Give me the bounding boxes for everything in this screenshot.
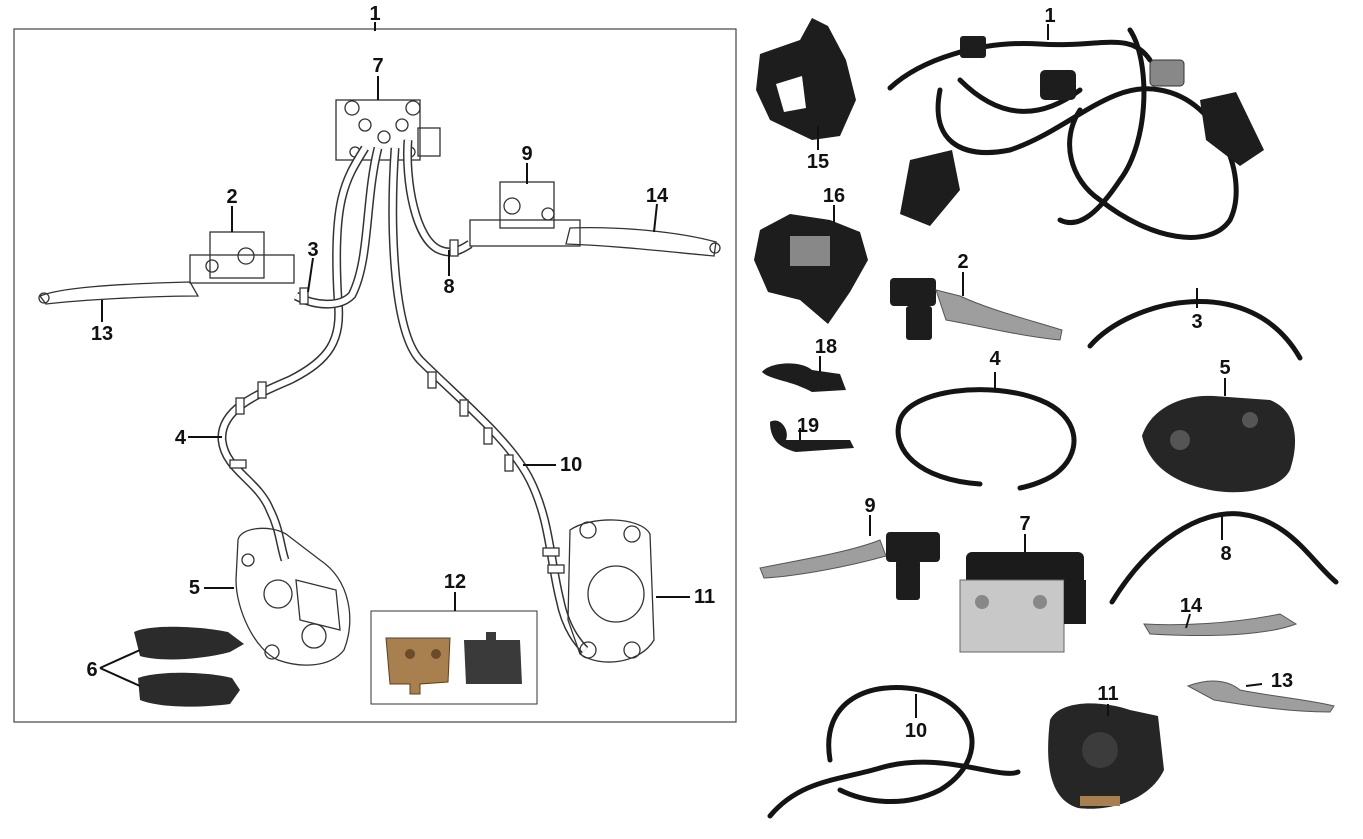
label-r14: 14 bbox=[1180, 595, 1203, 617]
hose-4-photo bbox=[895, 387, 1077, 491]
label-r18: 18 bbox=[815, 336, 837, 358]
label-r9: 9 bbox=[864, 495, 875, 517]
label-r3: 3 bbox=[1191, 311, 1202, 333]
label-r4: 4 bbox=[989, 348, 1001, 370]
bracket-16-photo bbox=[754, 214, 868, 324]
abs-harness-photo bbox=[887, 27, 1264, 240]
label-r5: 5 bbox=[1219, 357, 1230, 379]
label-r1: 1 bbox=[1044, 5, 1055, 27]
left-caliper-drawing bbox=[235, 527, 351, 666]
hose-8-photo bbox=[1109, 511, 1339, 605]
abs-unit-photo bbox=[959, 552, 1086, 653]
label-r8: 8 bbox=[1220, 543, 1231, 565]
clip-19-photo bbox=[770, 420, 854, 452]
label-r11: 11 bbox=[1097, 683, 1118, 705]
left-master-cylinder-photo bbox=[890, 278, 1063, 341]
label-8: 8 bbox=[443, 276, 454, 298]
right-master-cylinder-photo bbox=[759, 532, 940, 600]
label-13: 13 bbox=[91, 323, 113, 345]
label-11: 11 bbox=[694, 586, 715, 608]
label-2: 2 bbox=[226, 186, 237, 208]
label-5: 5 bbox=[189, 577, 200, 599]
abs-modulator-drawing bbox=[335, 99, 441, 161]
hose-3-photo bbox=[1087, 299, 1303, 361]
hose-10-photo bbox=[767, 685, 1021, 819]
label-14: 14 bbox=[646, 185, 669, 207]
label-3: 3 bbox=[307, 239, 318, 261]
bracket-15-photo bbox=[756, 18, 856, 140]
brake-hoses-drawing bbox=[217, 139, 589, 654]
lever-13-photo bbox=[1186, 680, 1335, 713]
label-1: 1 bbox=[369, 3, 380, 25]
label-9: 9 bbox=[521, 143, 532, 165]
rear-caliper-photo bbox=[1048, 703, 1164, 809]
rear-pads-photo bbox=[385, 632, 522, 695]
label-r19: 19 bbox=[797, 415, 819, 437]
lever-14-photo bbox=[1143, 613, 1298, 637]
label-r2: 2 bbox=[957, 251, 968, 273]
label-r13: 13 bbox=[1271, 670, 1293, 692]
label-r10: 10 bbox=[905, 720, 927, 742]
rear-caliper-drawing bbox=[567, 519, 655, 663]
front-caliper-photo bbox=[1142, 395, 1296, 493]
label-12: 12 bbox=[444, 571, 466, 593]
clip-18-photo bbox=[762, 363, 846, 392]
brake-pads-drawing bbox=[134, 626, 244, 707]
label-r7: 7 bbox=[1019, 513, 1030, 535]
label-r15: 15 bbox=[807, 151, 829, 173]
label-r16: 16 bbox=[823, 185, 845, 207]
right-master-cylinder-drawing bbox=[469, 181, 721, 257]
label-7: 7 bbox=[372, 55, 383, 77]
label-4: 4 bbox=[175, 427, 187, 449]
left-master-cylinder-drawing bbox=[38, 231, 295, 305]
label-10: 10 bbox=[560, 454, 582, 476]
label-6: 6 bbox=[86, 659, 97, 681]
